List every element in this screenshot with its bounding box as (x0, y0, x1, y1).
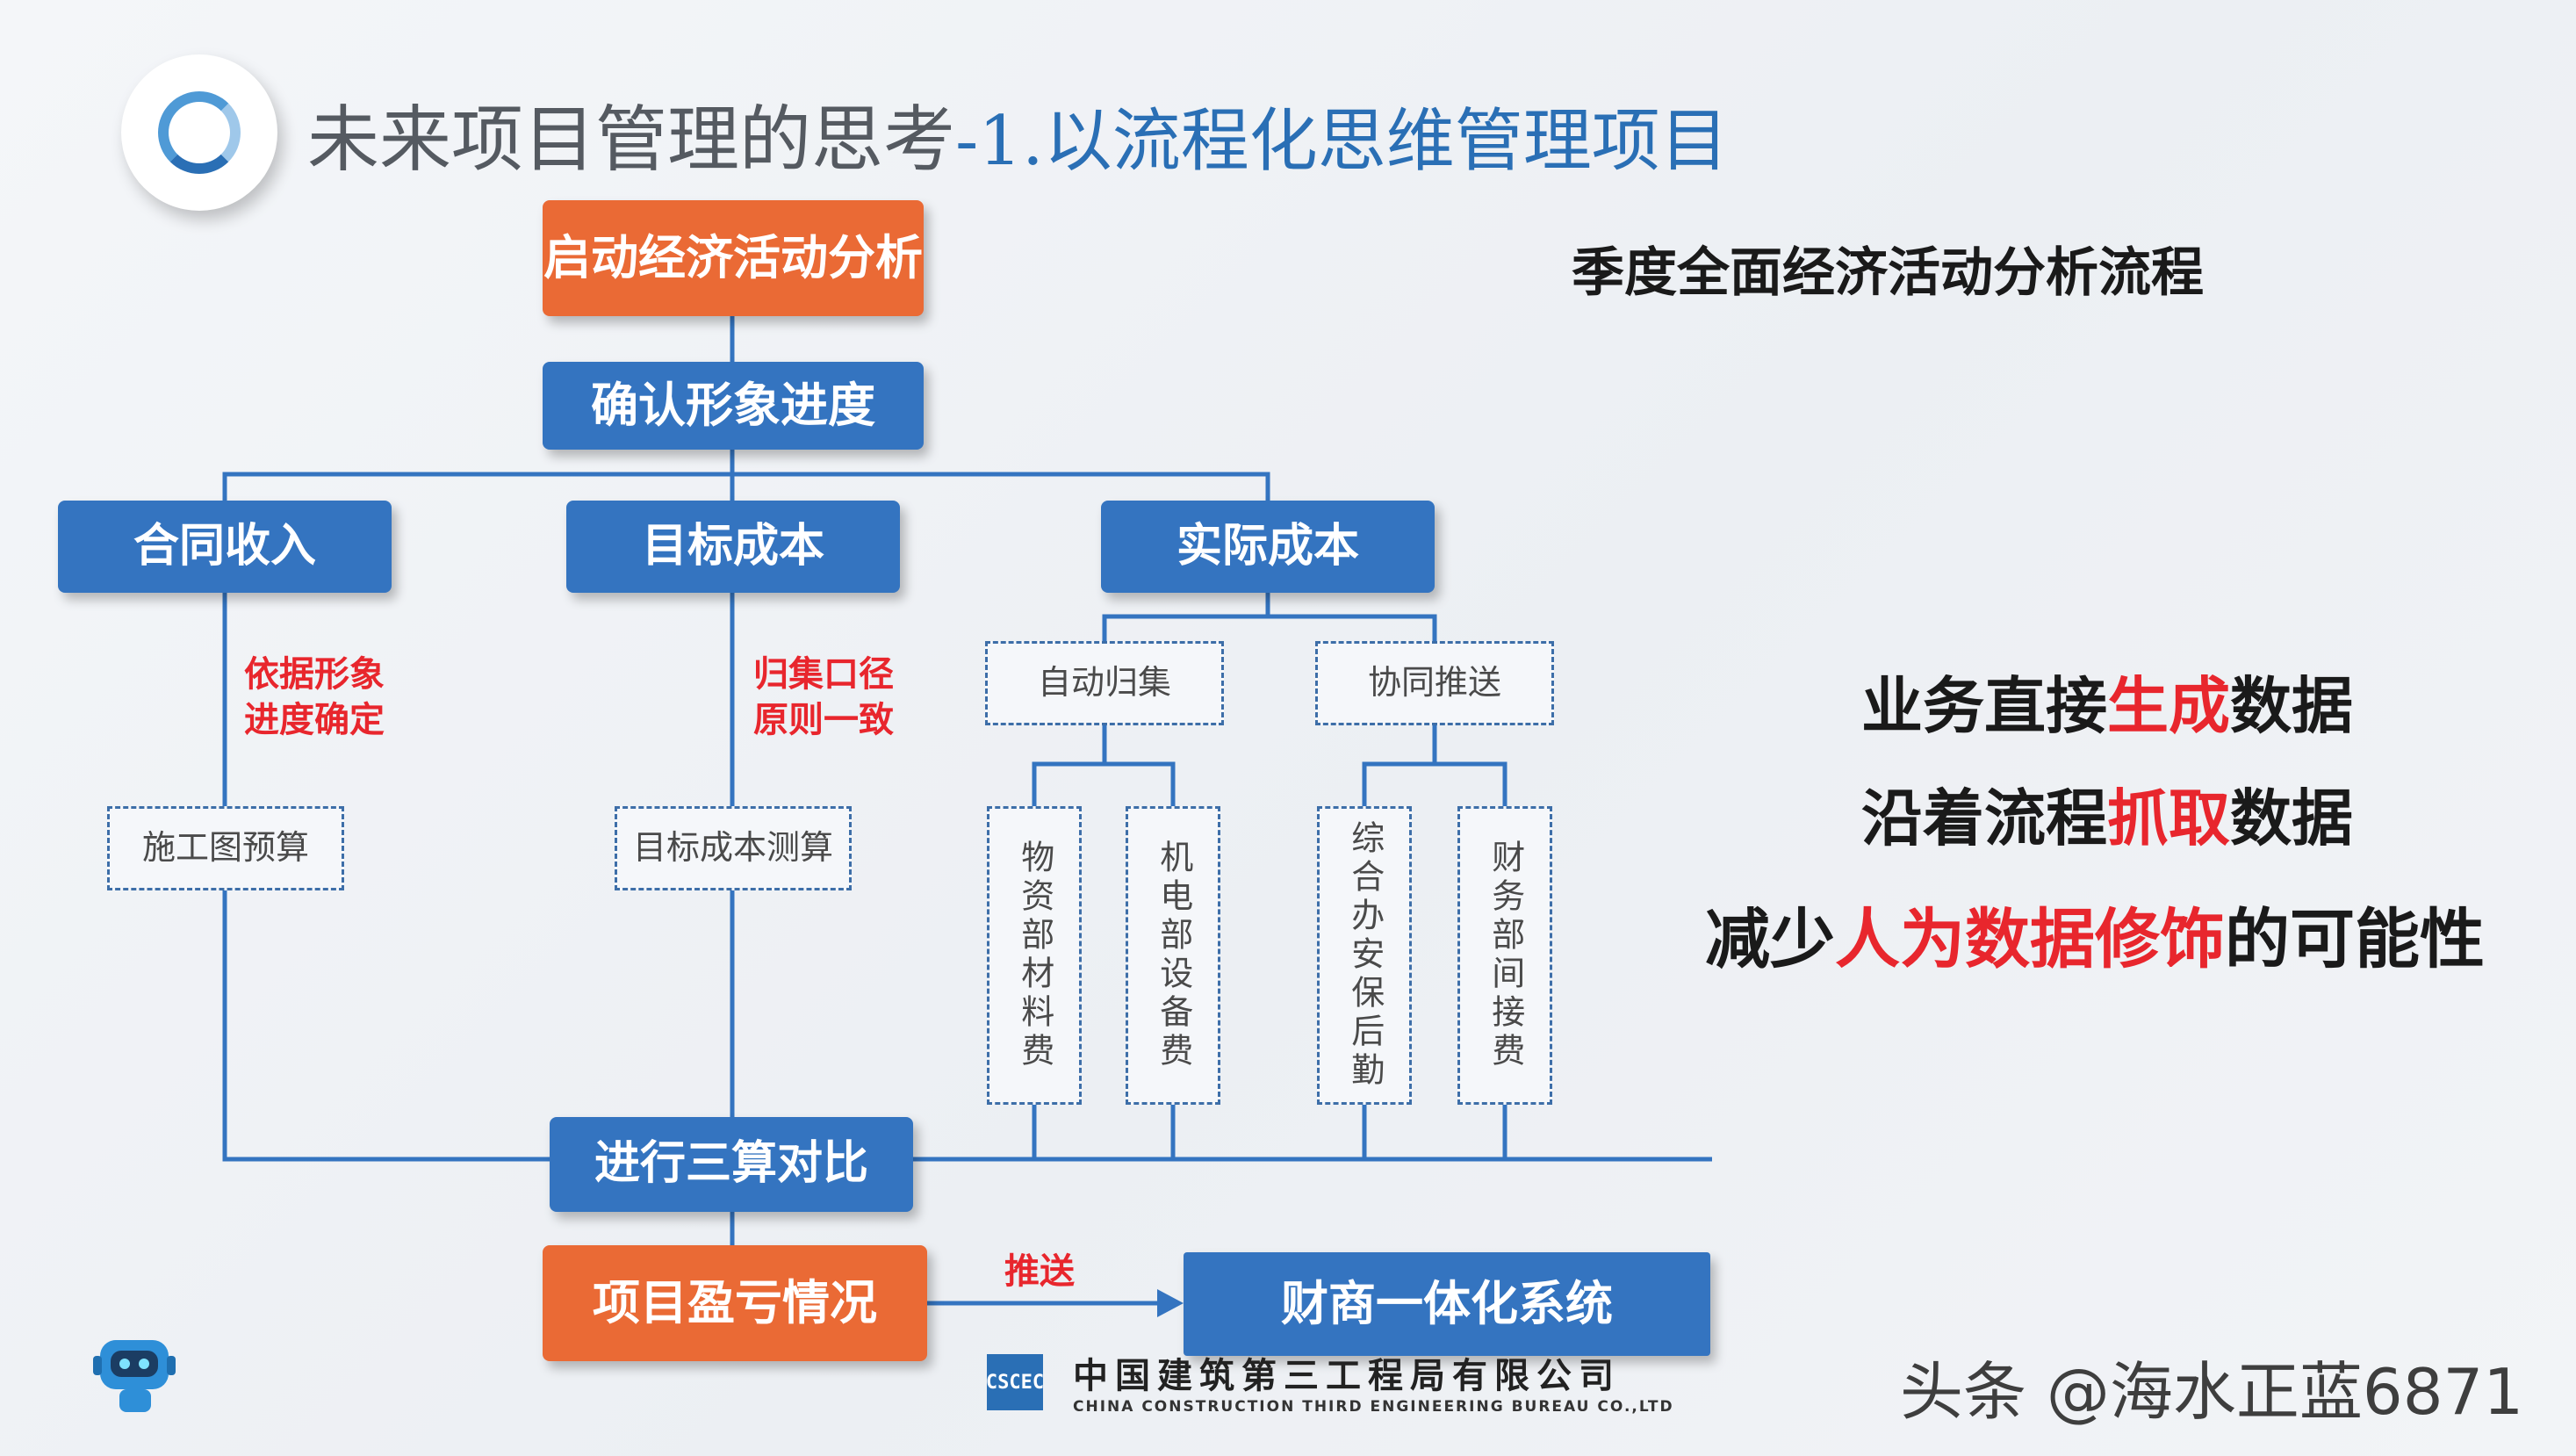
basis-label: 依据形象进度确定 (244, 654, 385, 740)
equipment-fee-box[interactable]: 机电部设备费 (1126, 806, 1220, 1105)
profit-loss-node[interactable]: 项目盈亏情况 (543, 1245, 927, 1361)
page-title-accent: -1.以流程化思维管理项目 (955, 102, 1729, 181)
company-name-en: CHINA CONSTRUCTION THIRD ENGINEERING BUR… (1073, 1398, 1674, 1416)
push-label: 推送 (1004, 1251, 1075, 1292)
key-points: 业务直接生成数据 沿着流程抓取数据 减少人为数据修饰的可能性 (1668, 0, 2485, 1456)
page-title: 未来项目管理的思考-1.以流程化思维管理项目 (307, 98, 1729, 182)
start-analysis-node[interactable]: 启动经济活动分析 (543, 200, 924, 316)
key-point: 沿着流程抓取数据 (1861, 782, 2353, 854)
finance-fee-box[interactable]: 财务部间接费 (1457, 806, 1552, 1105)
compare-node[interactable]: 进行三算对比 (550, 1117, 913, 1212)
confirm-progress-node[interactable]: 确认形象进度 (543, 362, 924, 450)
actual-cost-node[interactable]: 实际成本 (1101, 501, 1435, 593)
drawing-budget-box[interactable]: 施工图预算 (107, 806, 344, 890)
caliber-label: 归集口径原则一致 (753, 654, 894, 740)
auto-collect-box[interactable]: 自动归集 (985, 641, 1224, 725)
flow-subtitle: 季度全面经济活动分析流程 (1572, 242, 2204, 304)
key-point: 业务直接生成数据 (1861, 670, 2353, 742)
collab-push-box[interactable]: 协同推送 (1315, 641, 1554, 725)
target-cost-node[interactable]: 目标成本 (566, 501, 900, 593)
admin-fee-box[interactable]: 综合办安保后勤 (1317, 806, 1412, 1105)
cscec-logo-icon: CSCEC (986, 1354, 1044, 1410)
company-name-cn: 中国建筑第三工程局有限公司 (1073, 1356, 1621, 1396)
robot-mascot-icon (93, 1340, 176, 1412)
erp-system-node[interactable]: 财商一体化系统 (1184, 1252, 1710, 1356)
contract-income-node[interactable]: 合同收入 (58, 501, 392, 593)
key-point: 减少人为数据修饰的可能性 (1705, 902, 2485, 977)
target-cost-calc-box[interactable]: 目标成本测算 (615, 806, 852, 890)
title-circle-icon (121, 54, 277, 211)
material-fee-box[interactable]: 物资部材料费 (987, 806, 1082, 1105)
watermark: 头条 @海水正蓝6871 (1900, 1355, 2524, 1429)
